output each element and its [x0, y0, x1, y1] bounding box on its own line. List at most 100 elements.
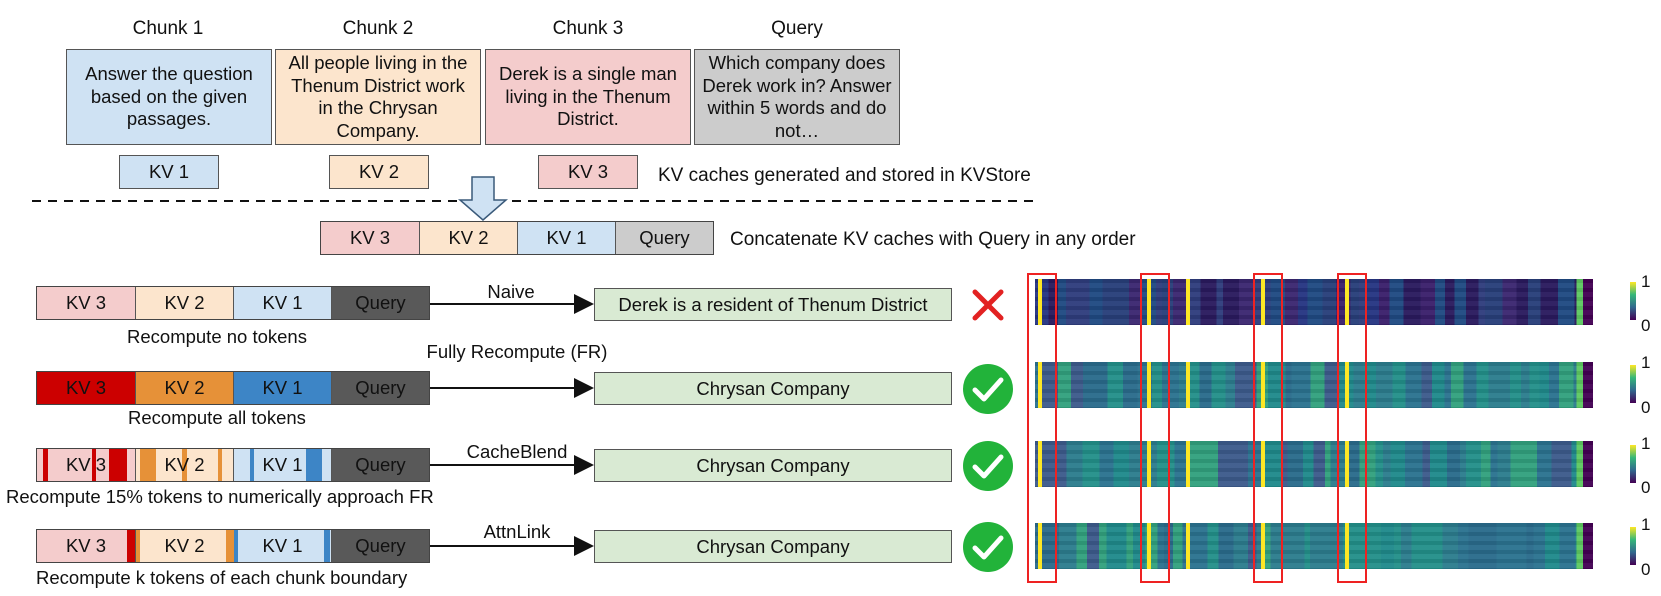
heatmap-bright-column — [1185, 441, 1190, 487]
heatmap-bright-column — [1344, 441, 1349, 487]
cacheblend-caption: Recompute 15% tokens to numerically appr… — [6, 486, 434, 507]
heatmap-row-texture — [1035, 279, 1593, 325]
naive-query: Query — [331, 287, 429, 319]
method-arrows — [430, 294, 594, 556]
heatmap-cacheblend — [1035, 441, 1593, 487]
check-icon — [963, 522, 1013, 572]
concat-kv-bar: KV 3 KV 2 KV 1 Query — [320, 221, 714, 255]
fr-result: Chrysan Company — [594, 372, 952, 405]
concat-query: Query — [615, 222, 713, 254]
kv-stored-note: KV caches generated and stored in KVStor… — [658, 165, 1031, 186]
heatmap-bright-column — [1260, 362, 1265, 408]
fr-method-label: Fully Recompute (FR) — [426, 341, 608, 362]
heatmap-bright-column — [1185, 523, 1190, 569]
fr-kv-bar: KV 3 KV 2 KV 1 Query — [36, 371, 430, 405]
naive-method-label: Naive — [487, 281, 535, 302]
highlight-box-1 — [1027, 273, 1057, 583]
concat-kv1: KV 1 — [517, 222, 615, 254]
query-box: Which company does Derek work in? Answer… — [694, 49, 900, 145]
colorbar-1-tick-low: 0 — [1641, 316, 1651, 335]
colorbar-4 — [1630, 527, 1636, 565]
heatmap-bright-column — [1146, 441, 1151, 487]
kv-3-box: KV 3 — [538, 155, 638, 189]
colorbar-4-tick-low: 0 — [1641, 560, 1651, 579]
colorbar-3-tick-low: 0 — [1641, 478, 1651, 497]
colorbar-2-tick-low: 0 — [1641, 398, 1651, 417]
al-query: Query — [331, 530, 429, 562]
naive-kv2: KV 2 — [135, 287, 233, 319]
concat-kv2: KV 2 — [419, 222, 517, 254]
heatmap-bright-column — [1146, 362, 1151, 408]
concat-kv3: KV 3 — [321, 222, 419, 254]
heatmap-row-texture — [1035, 523, 1593, 569]
naive-result: Derek is a resident of Thenum District — [594, 288, 952, 321]
heatmap-bright-column — [1037, 279, 1042, 325]
attnlink-result: Chrysan Company — [594, 530, 952, 563]
colorbar-4-tick-high: 1 — [1641, 515, 1651, 534]
heatmap-bright-column — [1260, 441, 1265, 487]
colorbar-1 — [1630, 282, 1636, 320]
cacheblend-kv-bar: KV 3 KV 2 KV 1 Query — [36, 448, 430, 482]
chunk-2-header: Chunk 2 — [342, 18, 414, 39]
chunk-1-box: Answer the question based on the given p… — [66, 49, 272, 145]
heatmap-bright-column — [1344, 362, 1349, 408]
heatmap-bright-column — [1260, 279, 1265, 325]
colorbar-2-tick-high: 1 — [1641, 353, 1651, 372]
heatmap-row-texture — [1035, 441, 1593, 487]
colorbar-3 — [1630, 445, 1636, 483]
cb-kv2: KV 2 — [135, 449, 233, 481]
al-kv2: KV 2 — [135, 530, 234, 562]
naive-caption: Recompute no tokens — [127, 326, 307, 347]
heatmap-bright-column — [1037, 441, 1042, 487]
kv-1-box: KV 1 — [119, 155, 219, 189]
highlight-box-4 — [1337, 273, 1367, 583]
colorbar-2 — [1630, 365, 1636, 403]
fr-kv1: KV 1 — [233, 372, 331, 404]
fr-kv3: KV 3 — [37, 372, 135, 404]
chunk-3-header: Chunk 3 — [552, 18, 624, 39]
naive-kv3: KV 3 — [37, 287, 135, 319]
kv-2-box: KV 2 — [329, 155, 429, 189]
heatmap-bright-column — [1185, 279, 1190, 325]
chunk-2-box: All people living in the Thenum District… — [275, 49, 481, 145]
al-kv3: KV 3 — [37, 530, 135, 562]
colorbar-3-tick-high: 1 — [1641, 434, 1651, 453]
check-icon — [963, 364, 1013, 414]
heatmap-bright-column — [1344, 523, 1349, 569]
highlight-box-3 — [1253, 273, 1283, 583]
check-icon — [963, 441, 1013, 491]
naive-kv1: KV 1 — [233, 287, 331, 319]
heatmap-naive — [1035, 279, 1593, 325]
fr-kv2: KV 2 — [135, 372, 233, 404]
cb-query: Query — [331, 449, 429, 481]
attnlink-method-label: AttnLink — [483, 521, 551, 542]
colorbar-1-tick-high: 1 — [1641, 272, 1651, 291]
separator-and-arrow — [32, 176, 1040, 221]
al-kv1: KV 1 — [233, 530, 331, 562]
cb-kv1: KV 1 — [233, 449, 331, 481]
attnlink-kv-bar: KV 3 KV 2 KV 1 Query — [36, 529, 430, 563]
cb-kv3: KV 3 — [37, 449, 135, 481]
query-header: Query — [771, 18, 823, 39]
chunk-3-box: Derek is a single man living in the Then… — [485, 49, 691, 145]
heatmap-row-texture — [1035, 362, 1593, 408]
heatmap-attnlink — [1035, 523, 1593, 569]
cacheblend-result: Chrysan Company — [594, 449, 952, 482]
heatmap-bright-column — [1037, 362, 1042, 408]
heatmap-bright-column — [1037, 523, 1042, 569]
fr-query: Query — [331, 372, 429, 404]
chunk-1-header: Chunk 1 — [132, 18, 204, 39]
heatmap-bright-column — [1185, 362, 1190, 408]
attnlink-caption: Recompute k tokens of each chunk boundar… — [36, 567, 408, 588]
highlight-box-2 — [1140, 273, 1170, 583]
heatmap-bright-column — [1260, 523, 1265, 569]
cacheblend-method-label: CacheBlend — [466, 441, 568, 462]
heatmap-fr — [1035, 362, 1593, 408]
concat-note: Concatenate KV caches with Query in any … — [730, 229, 1136, 250]
naive-kv-bar: KV 3 KV 2 KV 1 Query — [36, 286, 430, 320]
heatmap-bright-column — [1344, 279, 1349, 325]
heatmap-bright-column — [1146, 279, 1151, 325]
heatmap-bright-column — [1146, 523, 1151, 569]
fr-caption: Recompute all tokens — [128, 407, 306, 428]
cross-icon — [972, 289, 1004, 321]
